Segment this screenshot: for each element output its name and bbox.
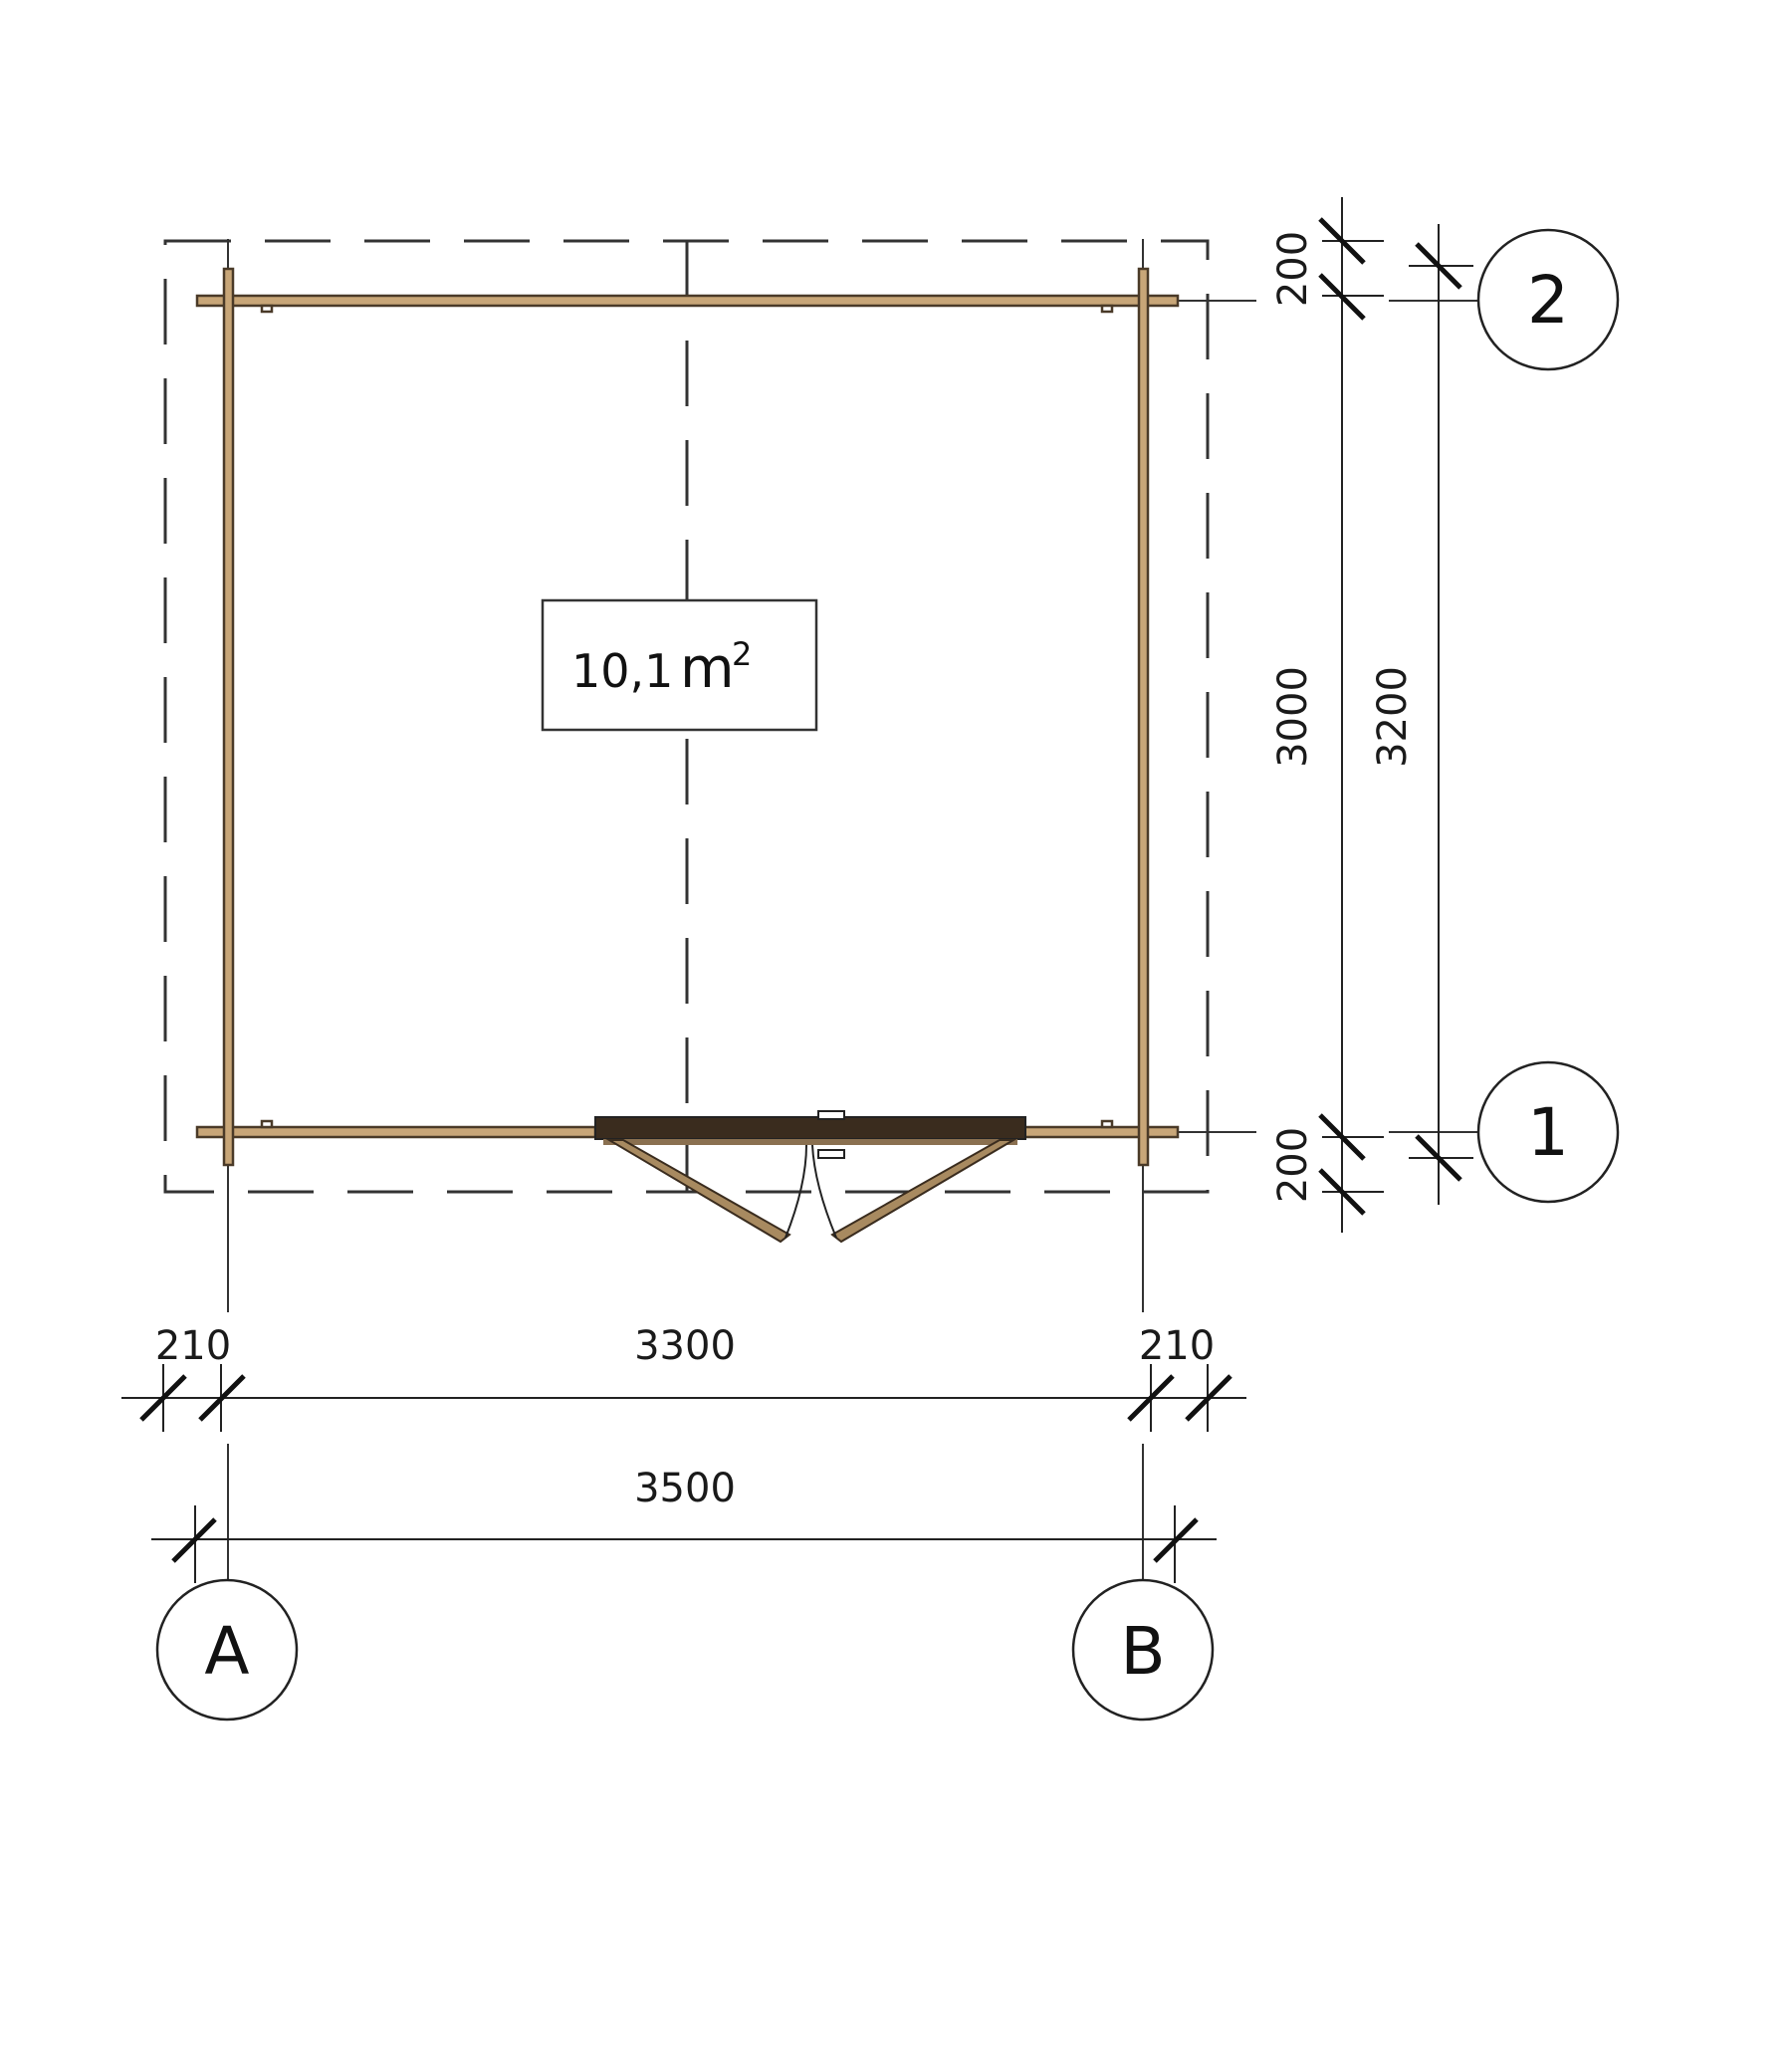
area-exponent: 2 [732,635,752,673]
double-door [594,1110,1026,1244]
dim-right-overhang: 210 [1139,1323,1215,1369]
axis-bubbles [155,228,1620,1722]
dim-inner-depth: 3000 [1270,666,1316,768]
dimension-ticks-v [1318,217,1462,1216]
dim-inner-width: 3300 [634,1323,736,1369]
axis-label-b: B [1120,1613,1165,1690]
dim-bottom-overhang: 200 [1270,1127,1316,1203]
axis-lines [227,239,1480,1583]
area-box [541,598,818,732]
dim-left-overhang: 210 [155,1323,231,1369]
dim-top-overhang: 200 [1270,231,1316,307]
axis-label-1: 1 [1527,1094,1569,1171]
axis-label-a: A [204,1613,249,1690]
area-value: 10,1 [571,644,673,698]
walls [195,267,1180,1167]
roof-outline [163,239,1210,1194]
dimension-ticks-h [139,1374,1232,1563]
dim-total-depth: 3200 [1370,666,1416,768]
area-unit: m [680,636,735,701]
axis-label-2: 2 [1527,262,1569,339]
dim-total-width: 3500 [634,1466,736,1511]
